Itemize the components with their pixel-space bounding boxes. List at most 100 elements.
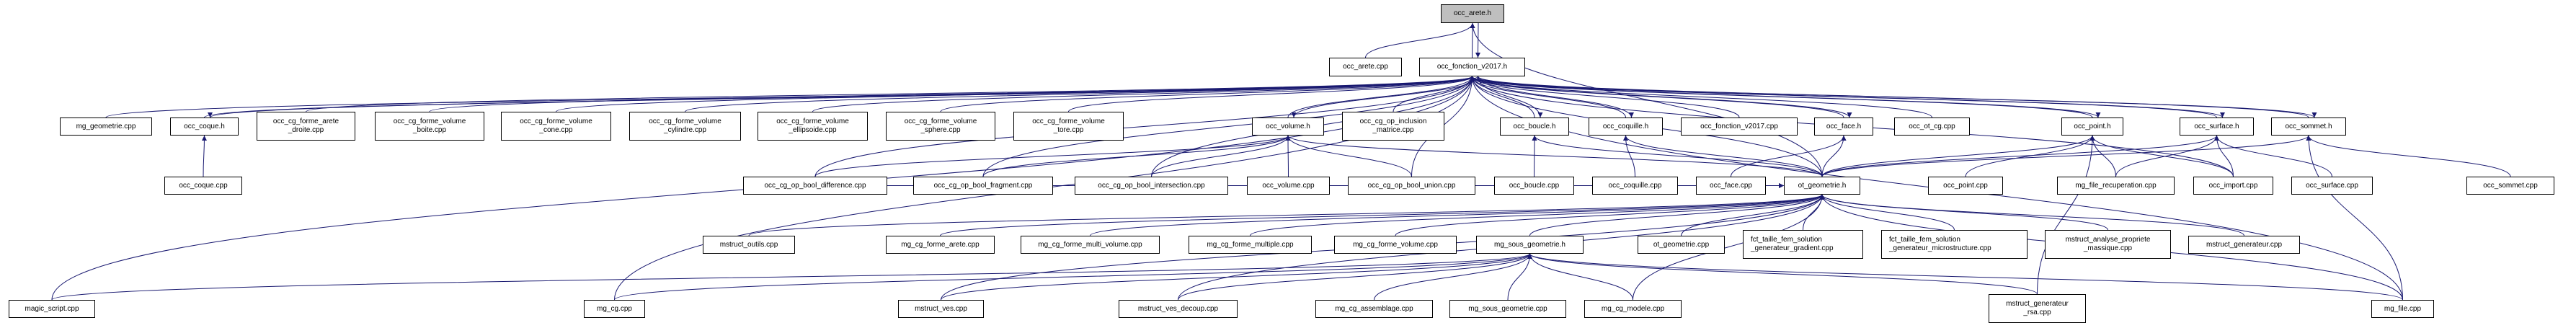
node-label: occ_cg_forme_volume _tore.cpp bbox=[1032, 118, 1105, 134]
node-occ-surface-cpp[interactable]: occ_surface.cpp bbox=[2291, 177, 2373, 195]
node-occ-coque-cpp[interactable]: occ_coque.cpp bbox=[164, 177, 242, 195]
edge-occ-face-cpp-to-occ-face-h bbox=[1731, 135, 1847, 177]
node-mg-sous-geometrie-cpp[interactable]: mg_sous_geometrie.cpp bbox=[1449, 300, 1566, 318]
node-label: occ_coquille.cpp bbox=[1608, 181, 1662, 190]
node-mstruct-ves-decoup-cpp[interactable]: mstruct_ves_decoup.cpp bbox=[1119, 300, 1238, 318]
node-occ-cg-op-bool-difference-cpp[interactable]: occ_cg_op_bool_difference.cpp bbox=[743, 177, 887, 195]
node-mstruct-ves-cpp[interactable]: mstruct_ves.cpp bbox=[898, 300, 984, 318]
node-occ-sommet-h[interactable]: occ_sommet.h bbox=[2271, 118, 2346, 136]
node-label: occ_cg_forme_arete _droite.cpp bbox=[272, 118, 339, 134]
node-occ-point-cpp[interactable]: occ_point.cpp bbox=[1928, 177, 2003, 195]
edge-occ-boucle-h-to-occ-fonction-v2017-h bbox=[1470, 76, 1535, 118]
node-label: mg_sous_geometrie.h bbox=[1494, 240, 1565, 249]
node-label: occ_ot_cg.cpp bbox=[1909, 122, 1955, 130]
node-label: occ_face.cpp bbox=[1710, 181, 1752, 190]
node-mg-geometrie-cpp[interactable]: mg_geometrie.cpp bbox=[60, 118, 152, 136]
edge-occ-cg-forme-volume-sphere-cpp-to-occ-fonction-v2017-h bbox=[940, 76, 1475, 112]
node-mg-cg-forme-multiple-cpp[interactable]: mg_cg_forme_multiple.cpp bbox=[1189, 236, 1312, 254]
edge-occ-cg-forme-volume-boite-cpp-to-occ-fonction-v2017-h bbox=[429, 76, 1475, 112]
node-occ-fonction-v2017-cpp[interactable]: occ_fonction_v2017.cpp bbox=[1681, 118, 1798, 136]
edge-mstruct-analyse-propriete-massique-cpp-to-ot-geometrie-h bbox=[1819, 194, 2108, 231]
node-occ-coque-h[interactable]: occ_coque.h bbox=[170, 118, 239, 136]
edge-mg-file-cpp-to-mg-sous-geometrie-h bbox=[1527, 253, 2403, 301]
node-occ-volume-h[interactable]: occ_volume.h bbox=[1252, 118, 1324, 136]
edge-mg-file-recuperation-cpp-to-occ-point-h bbox=[2089, 135, 2116, 177]
node-label: occ_coquille.h bbox=[1602, 122, 1649, 130]
edge-mstruct-generateur-rsa-cpp-to-occ-point-h bbox=[2037, 135, 2095, 295]
edge-occ-cg-op-bool-fragment-cpp-to-occ-volume-h bbox=[982, 135, 1291, 177]
node-label: occ_cg_op_inclusion _matrice.cpp bbox=[1359, 118, 1427, 134]
node-occ-import-cpp[interactable]: occ_import.cpp bbox=[2193, 177, 2273, 195]
node-occ-sommet-cpp[interactable]: occ_sommet.cpp bbox=[2466, 177, 2554, 195]
node-label: mg_file.cpp bbox=[2384, 304, 2422, 313]
node-occ-cg-forme-volume-sphere-cpp[interactable]: occ_cg_forme_volume _sphere.cpp bbox=[886, 112, 995, 141]
node-label: occ_volume.h bbox=[1266, 122, 1310, 130]
node-label: occ_boucle.h bbox=[1513, 122, 1556, 130]
node-label: occ_coque.cpp bbox=[179, 181, 228, 190]
edge-occ-cg-forme-arete-droite-cpp-to-occ-fonction-v2017-h bbox=[306, 76, 1475, 112]
node-mg-cg-modele-cpp[interactable]: mg_cg_modele.cpp bbox=[1584, 300, 1682, 318]
node-label: occ_fonction_v2017.cpp bbox=[1700, 122, 1778, 130]
node-occ-fonction-v2017-h[interactable]: occ_fonction_v2017.h bbox=[1419, 58, 1525, 76]
node-label: mg_cg_forme_multi_volume.cpp bbox=[1038, 240, 1142, 249]
node-occ-cg-op-bool-fragment-cpp[interactable]: occ_cg_op_bool_fragment.cpp bbox=[913, 177, 1053, 195]
edge-occ-import-cpp-to-occ-point-h bbox=[2089, 135, 2234, 177]
node-mg-cg-forme-multi-volume-cpp[interactable]: mg_cg_forme_multi_volume.cpp bbox=[1021, 236, 1160, 254]
node-mg-file-cpp[interactable]: mg_file.cpp bbox=[2371, 300, 2434, 318]
node-occ-boucle-cpp[interactable]: occ_boucle.cpp bbox=[1494, 177, 1574, 195]
edge-occ-coque-cpp-to-occ-coque-h bbox=[201, 135, 207, 177]
node-occ-arete-cpp[interactable]: occ_arete.cpp bbox=[1329, 58, 1402, 76]
node-mg-cg-cpp[interactable]: mg_cg.cpp bbox=[584, 300, 645, 318]
node-occ-point-h[interactable]: occ_point.h bbox=[2061, 118, 2123, 136]
node-occ-ot-cg-cpp[interactable]: occ_ot_cg.cpp bbox=[1894, 118, 1970, 136]
node-label: occ_point.h bbox=[2074, 122, 2111, 130]
node-occ-cg-forme-volume-cone-cpp[interactable]: occ_cg_forme_volume _cone.cpp bbox=[501, 112, 611, 141]
node-mstruct-outils-cpp[interactable]: mstruct_outils.cpp bbox=[703, 236, 795, 254]
node-label: mg_geometrie.cpp bbox=[76, 122, 136, 130]
edge-occ-sommet-cpp-to-occ-sommet-h bbox=[2306, 135, 2511, 177]
edge-occ-fonction-v2017-h-to-occ-point-h bbox=[1478, 76, 2101, 118]
node-label: mg_cg_forme_volume.cpp bbox=[1353, 240, 1438, 249]
node-occ-cg-forme-arete-droite-cpp[interactable]: occ_cg_forme_arete _droite.cpp bbox=[257, 112, 355, 141]
node-mg-cg-assemblage-cpp[interactable]: mg_cg_assemblage.cpp bbox=[1315, 300, 1433, 318]
node-occ-face-cpp[interactable]: occ_face.cpp bbox=[1696, 177, 1766, 195]
node-fct-taille-fem-solution-generateur-gradient-cpp[interactable]: fct_taille_fem_solution _generateur_grad… bbox=[1743, 230, 1863, 259]
node-mstruct-analyse-propriete-massique-cpp[interactable]: mstruct_analyse_propriete _massique.cpp bbox=[2045, 230, 2171, 259]
node-occ-face-h[interactable]: occ_face.h bbox=[1814, 118, 1873, 136]
node-occ-surface-h[interactable]: occ_surface.h bbox=[2180, 118, 2254, 136]
node-occ-cg-op-inclusion-matrice-cpp[interactable]: occ_cg_op_inclusion _matrice.cpp bbox=[1342, 112, 1444, 141]
node-mg-sous-geometrie-h[interactable]: mg_sous_geometrie.h bbox=[1476, 236, 1584, 254]
node-occ-cg-forme-volume-tore-cpp[interactable]: occ_cg_forme_volume _tore.cpp bbox=[1013, 112, 1124, 141]
node-occ-coquille-h[interactable]: occ_coquille.h bbox=[1589, 118, 1663, 136]
node-ot-geometrie-h[interactable]: ot_geometrie.h bbox=[1784, 177, 1860, 195]
node-occ-cg-op-bool-intersection-cpp[interactable]: occ_cg_op_bool_intersection.cpp bbox=[1075, 177, 1228, 195]
node-label: occ_sommet.cpp bbox=[2483, 181, 2538, 190]
node-label: fct_taille_fem_solution _generateur_grad… bbox=[1751, 236, 1834, 252]
node-occ-cg-forme-volume-cylindre-cpp[interactable]: occ_cg_forme_volume _cylindre.cpp bbox=[629, 112, 741, 141]
node-mstruct-generateur-rsa-cpp[interactable]: mstruct_generateur _rsa.cpp bbox=[1989, 294, 2086, 323]
node-mg-cg-forme-volume-cpp[interactable]: mg_cg_forme_volume.cpp bbox=[1334, 236, 1457, 254]
edge-occ-cg-forme-volume-tore-cpp-to-occ-fonction-v2017-h bbox=[1068, 76, 1475, 112]
node-label: occ_boucle.cpp bbox=[1509, 181, 1560, 190]
edge-ot-geometrie-h-to-occ-face-h bbox=[1821, 135, 1847, 177]
node-occ-cg-op-bool-union-cpp[interactable]: occ_cg_op_bool_union.cpp bbox=[1348, 177, 1475, 195]
node-occ-cg-forme-volume-ellipsoide-cpp[interactable]: occ_cg_forme_volume _ellipsoide.cpp bbox=[758, 112, 868, 141]
node-mg-cg-forme-arete-cpp[interactable]: mg_cg_forme_arete.cpp bbox=[886, 236, 995, 254]
node-label: mg_cg_forme_arete.cpp bbox=[901, 240, 980, 249]
edge-occ-cg-forme-volume-cone-cpp-to-occ-fonction-v2017-h bbox=[556, 76, 1475, 112]
node-label: occ_surface.cpp bbox=[2306, 181, 2358, 190]
node-label: mstruct_generateur.cpp bbox=[2206, 240, 2283, 249]
node-ot-geometrie-cpp[interactable]: ot_geometrie.cpp bbox=[1638, 236, 1725, 254]
node-occ-volume-cpp[interactable]: occ_volume.cpp bbox=[1247, 177, 1330, 195]
node-magic-script-cpp[interactable]: magic_script.cpp bbox=[9, 300, 95, 318]
node-occ-arete-h: occ_arete.h bbox=[1441, 4, 1504, 23]
node-fct-taille-fem-solution-generateur-microstructure-cpp[interactable]: fct_taille_fem_solution _generateur_micr… bbox=[1881, 230, 2028, 259]
node-occ-coquille-cpp[interactable]: occ_coquille.cpp bbox=[1592, 177, 1678, 195]
node-occ-cg-forme-volume-boite-cpp[interactable]: occ_cg_forme_volume _boite.cpp bbox=[375, 112, 484, 141]
node-mstruct-generateur-cpp[interactable]: mstruct_generateur.cpp bbox=[2188, 236, 2300, 254]
node-occ-boucle-h[interactable]: occ_boucle.h bbox=[1500, 118, 1569, 136]
node-label: ot_geometrie.h bbox=[1798, 181, 1847, 190]
node-mg-file-recuperation-cpp[interactable]: mg_file_recuperation.cpp bbox=[2057, 177, 2175, 195]
edge-occ-cg-op-bool-difference-cpp-to-occ-volume-h bbox=[814, 135, 1291, 177]
